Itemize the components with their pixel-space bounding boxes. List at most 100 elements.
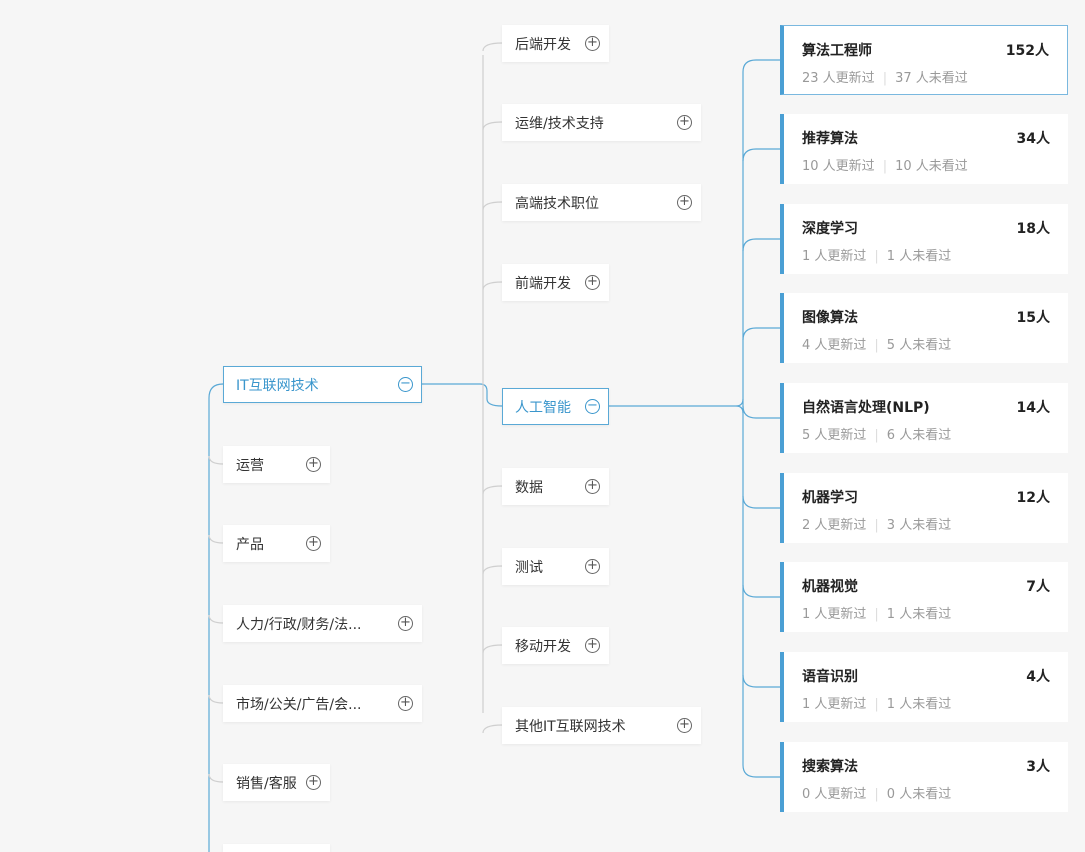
l2-node-ops-support[interactable]: 运维/技术支持 + — [502, 104, 701, 141]
l1-branch-line — [208, 773, 224, 783]
updated-count: 10 人更新过 — [802, 159, 875, 174]
l1-node-label: 市场/公关/广告/会... — [236, 696, 362, 713]
updated-count: 23 人更新过 — [802, 71, 875, 86]
updated-count: 1 人更新过 — [802, 607, 867, 622]
l2-branch-line — [482, 201, 503, 211]
l2-branch-line — [482, 565, 503, 575]
job-title: 自然语言处理(NLP) — [802, 400, 930, 416]
unseen-count: 1 人未看过 — [886, 249, 952, 264]
updated-count: 0 人更新过 — [802, 787, 867, 802]
minus-circle-icon[interactable]: − — [585, 399, 600, 414]
l1-node-it[interactable]: IT互联网技术 − — [223, 366, 422, 403]
job-title: 图像算法 — [802, 310, 858, 326]
plus-circle-icon[interactable]: + — [585, 275, 600, 290]
job-meta: 0 人更新过 | 0 人未看过 — [802, 783, 951, 802]
l1-node-marketing[interactable]: 市场/公关/广告/会... + — [223, 685, 422, 722]
job-count: 14人 — [1016, 400, 1050, 416]
job-meta: 1 人更新过 | 1 人未看过 — [802, 245, 951, 264]
meta-divider: | — [874, 518, 879, 533]
job-card-machine-vision[interactable]: 机器视觉 7人 1 人更新过|1 人未看过 — [780, 562, 1068, 632]
job-card-machine-learning[interactable]: 机器学习 12人 2 人更新过|3 人未看过 — [780, 473, 1068, 543]
plus-circle-icon[interactable]: + — [398, 616, 413, 631]
job-card-deep-learning[interactable]: 深度学习 18人 1 人更新过|1 人未看过 — [780, 204, 1068, 274]
l3-junction-line — [735, 398, 744, 414]
l1-branch-line — [208, 455, 224, 465]
l3-branch-line — [742, 674, 780, 688]
meta-divider: | — [874, 787, 879, 802]
minus-circle-icon[interactable]: − — [398, 377, 413, 392]
job-card-recommendation[interactable]: 推荐算法 34人 10 人更新过|10 人未看过 — [780, 114, 1068, 184]
l3-branch-line — [742, 327, 780, 341]
unseen-count: 6 人未看过 — [886, 428, 952, 443]
updated-count: 1 人更新过 — [802, 249, 867, 264]
job-count: 4人 — [1026, 669, 1050, 685]
job-count: 3人 — [1026, 759, 1050, 775]
job-title: 深度学习 — [802, 221, 858, 237]
l2-node-label: 测试 — [515, 559, 543, 576]
l2-branch-line — [482, 644, 503, 654]
updated-count: 2 人更新过 — [802, 518, 867, 533]
job-card-algorithm-engineer[interactable]: 算法工程师 152人 23 人更新过|37 人未看过 — [780, 25, 1068, 95]
plus-circle-icon[interactable]: + — [398, 696, 413, 711]
unseen-count: 0 人未看过 — [886, 787, 952, 802]
l1-node-label: 人力/行政/财务/法... — [236, 616, 362, 633]
plus-circle-icon[interactable]: + — [306, 775, 321, 790]
job-count: 7人 — [1026, 579, 1050, 595]
l3-branch-line — [742, 59, 780, 73]
plus-circle-icon[interactable]: + — [585, 36, 600, 51]
meta-divider: | — [874, 249, 879, 264]
l3-branch-line — [742, 584, 780, 598]
l2-branch-line — [482, 121, 503, 131]
l1-branch-line — [208, 694, 224, 704]
plus-circle-icon[interactable]: + — [585, 638, 600, 653]
l2-node-senior-tech[interactable]: 高端技术职位 + — [502, 184, 701, 221]
l2-branch-line — [482, 724, 503, 734]
l1-node-partial[interactable] — [223, 844, 330, 852]
l1-node-sales[interactable]: 销售/客服 + — [223, 764, 330, 801]
job-card-speech-recognition[interactable]: 语音识别 4人 1 人更新过|1 人未看过 — [780, 652, 1068, 722]
job-meta: 5 人更新过|6 人未看过 — [802, 424, 951, 443]
meta-divider: | — [882, 71, 888, 86]
plus-circle-icon[interactable]: + — [306, 536, 321, 551]
l2-node-label: 数据 — [515, 479, 543, 496]
job-card-image-algorithm[interactable]: 图像算法 15人 4 人更新过|5 人未看过 — [780, 293, 1068, 363]
unseen-count: 1 人未看过 — [886, 697, 952, 712]
l2-node-mobile[interactable]: 移动开发 + — [502, 627, 609, 664]
job-title: 算法工程师 — [802, 43, 872, 59]
plus-circle-icon[interactable]: + — [585, 559, 600, 574]
plus-circle-icon[interactable]: + — [585, 479, 600, 494]
job-title: 机器视觉 — [802, 579, 858, 595]
l2-node-label: 运维/技术支持 — [515, 115, 604, 132]
l2-node-data[interactable]: 数据 + — [502, 468, 609, 505]
job-meta: 23 人更新过|37 人未看过 — [802, 67, 968, 86]
job-count: 15人 — [1016, 310, 1050, 326]
plus-circle-icon[interactable]: + — [677, 115, 692, 130]
l1-node-hr-admin[interactable]: 人力/行政/财务/法... + — [223, 605, 422, 642]
job-meta: 1 人更新过|1 人未看过 — [802, 603, 951, 622]
l2-node-testing[interactable]: 测试 + — [502, 548, 609, 585]
l2-branch-line — [482, 42, 503, 52]
plus-circle-icon[interactable]: + — [677, 718, 692, 733]
l1-node-label: 销售/客服 — [236, 775, 297, 792]
plus-circle-icon[interactable]: + — [306, 457, 321, 472]
job-count: 12人 — [1016, 490, 1050, 506]
l1-to-l2-line — [422, 383, 503, 407]
l1-branch-line — [208, 614, 224, 624]
l2-node-other-it[interactable]: 其他IT互联网技术 + — [502, 707, 701, 744]
job-card-search-algorithm[interactable]: 搜索算法 3人 0 人更新过|0 人未看过 — [780, 742, 1068, 812]
l2-node-ai[interactable]: 人工智能 − — [502, 388, 609, 425]
job-title: 语音识别 — [802, 669, 858, 685]
l1-node-product[interactable]: 产品 + — [223, 525, 330, 562]
job-count: 152人 — [1005, 43, 1049, 59]
updated-count: 1 人更新过 — [802, 697, 867, 712]
job-card-nlp[interactable]: 自然语言处理(NLP) 14人 5 人更新过|6 人未看过 — [780, 383, 1068, 453]
l2-node-label: 高端技术职位 — [515, 195, 599, 212]
job-title: 机器学习 — [802, 490, 858, 506]
job-meta: 2 人更新过|3 人未看过 — [802, 514, 951, 533]
plus-circle-icon[interactable]: + — [677, 195, 692, 210]
l2-node-backend[interactable]: 后端开发 + — [502, 25, 609, 62]
l1-node-label: 产品 — [236, 536, 264, 553]
l1-node-operations[interactable]: 运营 + — [223, 446, 330, 483]
meta-divider: | — [874, 428, 879, 443]
l2-node-frontend[interactable]: 前端开发 + — [502, 264, 609, 301]
